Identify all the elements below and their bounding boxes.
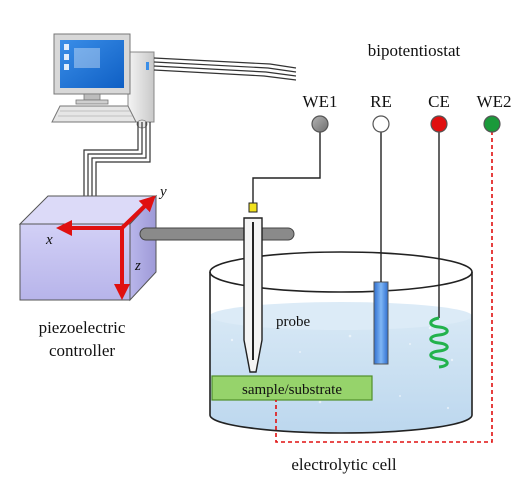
- x-axis-label: x: [45, 232, 53, 248]
- electrolyte-surface: [210, 302, 472, 330]
- electrolytic-cell: [209, 251, 473, 434]
- sample-substrate: [211, 375, 373, 401]
- re-terminal: [372, 115, 390, 133]
- electrolyte-liquid: [210, 316, 472, 433]
- reference-electrode: [373, 281, 389, 365]
- bipotentiostat-label: bipotentiostat: [368, 41, 461, 60]
- computer-tower: [127, 51, 155, 123]
- keyboard: [51, 105, 137, 123]
- y-axis-arrow: [120, 195, 156, 230]
- z-axis-label: z: [134, 258, 141, 274]
- piezoelectric-controller-cube: [18, 194, 158, 302]
- monitor-screen: [60, 40, 124, 88]
- cell-rim: [209, 251, 473, 293]
- probe-holder-arm: [139, 227, 295, 241]
- cell-wall: [209, 272, 473, 434]
- y-axis-label: y: [158, 184, 167, 200]
- electrolytic-cell-label: electrolytic cell: [291, 455, 397, 474]
- desktop-computer-icon: [51, 33, 155, 129]
- piezo-label-line1: piezoelectric: [39, 318, 126, 337]
- sample-substrate-label: sample/substrate: [242, 382, 342, 398]
- probe-connector: [248, 202, 258, 213]
- computer-to-bipotentiostat-cables: [153, 57, 297, 81]
- computer-to-piezo-cables: [83, 122, 151, 212]
- counter-electrode-coil: [429, 316, 449, 369]
- probe-label: probe: [276, 314, 310, 330]
- ce-terminal: [430, 115, 448, 133]
- we2-wire: [275, 131, 493, 443]
- re-label: RE: [370, 92, 392, 111]
- xyz-axes: [56, 195, 156, 300]
- we2-terminal: [483, 115, 501, 133]
- we1-terminal: [311, 115, 329, 133]
- probe: [243, 202, 263, 373]
- piezo-label-line2: controller: [49, 341, 115, 360]
- we1-wire: [252, 131, 321, 203]
- we2-label: WE2: [477, 92, 512, 111]
- we1-label: WE1: [303, 92, 338, 111]
- ce-label: CE: [428, 92, 450, 111]
- tower-light: [146, 62, 149, 70]
